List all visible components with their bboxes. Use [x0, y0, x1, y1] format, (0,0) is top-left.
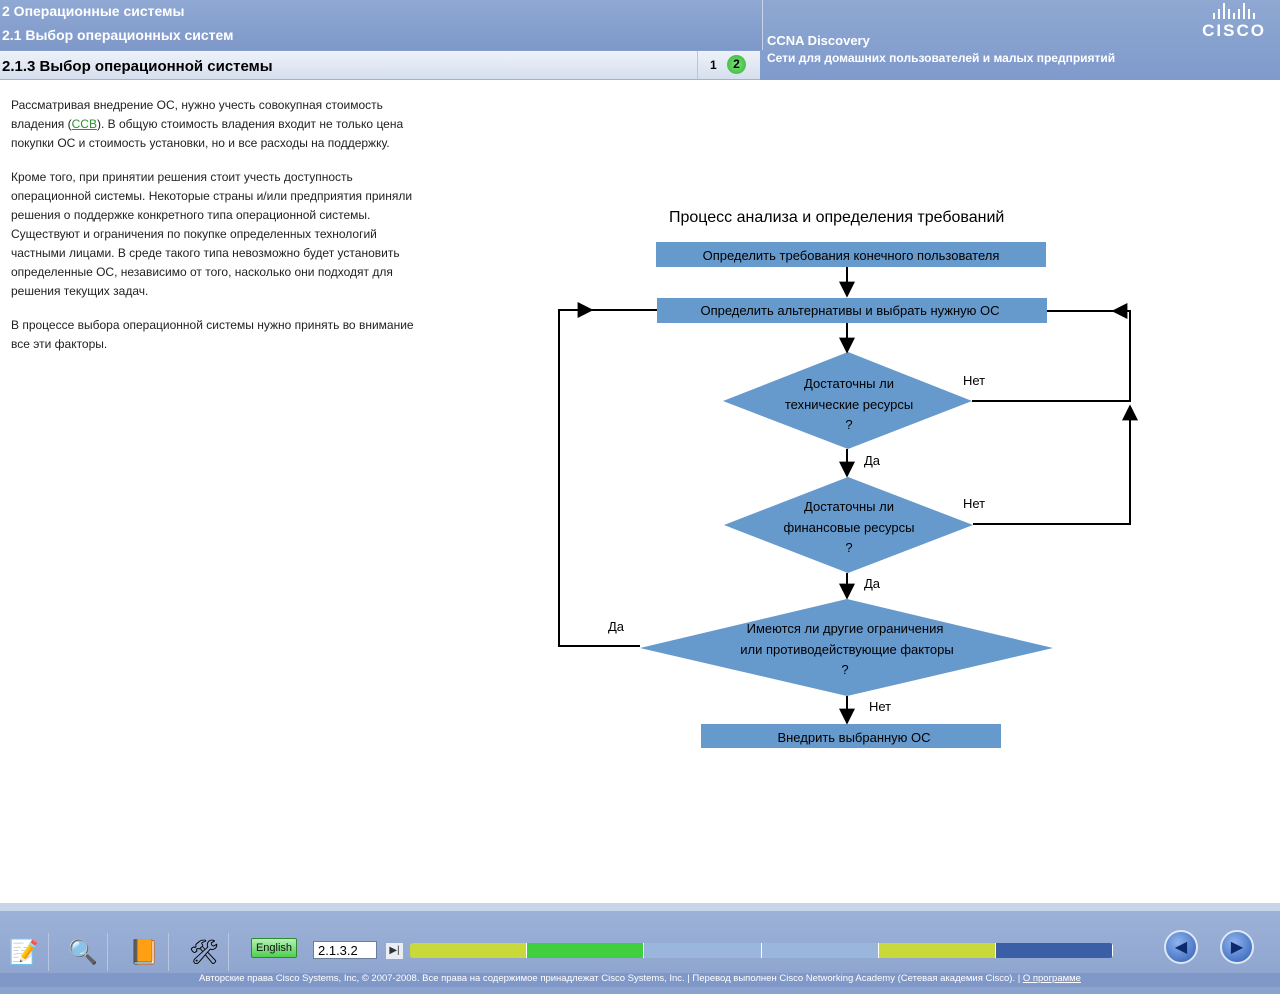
label-no-1: Нет — [963, 373, 985, 388]
glossary-button[interactable]: 📝 — [0, 933, 49, 971]
flowchart: Процесс анализа и определения требований… — [558, 209, 1138, 748]
course-subtitle: Сети для домашних пользователей и малых … — [767, 51, 1116, 65]
copyright-text: Авторские права Cisco Systems, Inc, © 20… — [199, 973, 1021, 984]
decision-technical-l1: Достаточны ли — [804, 376, 894, 391]
page-title-bar: 2.1.3 Выбор операционной системы 1 2 — [0, 51, 760, 80]
decision-constraints-l1: Имеются ли другие ограничения — [747, 621, 944, 636]
footer-top-strip — [0, 903, 1280, 911]
tools-icon: 🛠 — [188, 938, 220, 966]
box-define-requirements-label: Определить требования конечного пользова… — [703, 248, 1000, 263]
decision-financial-l1: Достаточны ли — [804, 499, 894, 514]
header-breadcrumb: 2 Операционные системы 2.1 Выбор операци… — [0, 0, 763, 50]
paragraph-2: Кроме того, при принятии решения стоит у… — [11, 170, 413, 298]
progress-bar — [410, 943, 1113, 958]
previous-button[interactable]: ◀ — [1164, 930, 1198, 964]
cisco-logo-text: CISCO — [1202, 21, 1266, 40]
english-button[interactable]: English — [251, 938, 297, 958]
book-button[interactable]: 📙 — [120, 933, 169, 971]
course-name: CCNA Discovery — [767, 33, 870, 48]
box-define-requirements — [656, 242, 1046, 267]
decision-technical-l2: технические ресурсы — [785, 397, 913, 412]
cisco-logo: CISCO — [1202, 3, 1266, 41]
paragraph-1: Рассматривая внедрение ОС, нужно учесть … — [11, 96, 421, 153]
box-select-os — [657, 298, 1047, 323]
progress-segment[interactable] — [644, 943, 762, 958]
copyright-bar: Авторские права Cisco Systems, Inc, © 20… — [0, 973, 1280, 987]
label-yes-3: Да — [608, 619, 625, 634]
label-yes-1: Да — [864, 453, 881, 468]
tools-button[interactable]: 🛠 — [180, 933, 229, 971]
paragraph-1-start: Рассматривая внедрение ОС, нужно учесть … — [11, 98, 383, 131]
paragraph-3: В процессе выбора операционной системы н… — [11, 318, 414, 351]
decision-constraints-l3: ? — [841, 662, 848, 677]
progress-segment[interactable] — [410, 943, 528, 958]
arrow-left-icon: ◀ — [1174, 939, 1188, 956]
paragraph-1-end: ). В общую стоимость владения входит не … — [11, 117, 404, 150]
decision-technical-l3: ? — [845, 417, 852, 432]
label-no-3: Нет — [869, 699, 891, 714]
decision-financial-l2: финансовые ресурсы — [784, 520, 915, 535]
diagram-title: Процесс анализа и определения требований — [669, 209, 1004, 226]
decision-constraints — [640, 599, 1053, 696]
section-title[interactable]: 2.1 Выбор операционных систем — [2, 27, 234, 43]
about-link[interactable]: О программе — [1022, 973, 1081, 984]
box-deploy-os — [701, 724, 1001, 748]
tco-link[interactable]: ССВ — [71, 117, 97, 131]
main-text: Рассматривая внедрение ОС, нужно учесть … — [11, 96, 421, 369]
box-deploy-os-label: Внедрить выбранную ОС — [777, 730, 930, 745]
decision-technical — [723, 352, 972, 449]
decision-constraints-l2: или противодействующие факторы — [740, 642, 953, 657]
label-yes-2: Да — [864, 576, 881, 591]
header: 2 Операционные системы 2.1 Выбор операци… — [0, 0, 1280, 80]
next-button[interactable]: ▶ — [1220, 930, 1254, 964]
decision-financial-l3: ? — [845, 540, 852, 555]
progress-segment[interactable] — [761, 943, 879, 958]
label-no-2: Нет — [963, 496, 985, 511]
decision-financial — [724, 477, 973, 573]
arrow-right-icon: ▶ — [1230, 939, 1244, 956]
go-to-page-icon[interactable]: ▶| — [385, 942, 404, 960]
cisco-bars-icon — [1202, 3, 1266, 19]
course-info: CCNA Discovery Сети для домашних пользов… — [763, 0, 1280, 80]
progress-segment[interactable] — [527, 943, 645, 958]
chapter-title[interactable]: 2 Операционные системы — [2, 3, 185, 19]
box-select-os-label: Определить альтернативы и выбрать нужную… — [700, 303, 999, 318]
book-icon: 📙 — [129, 938, 159, 966]
page-pager: 1 2 — [697, 51, 758, 79]
page-2-button[interactable]: 2 — [727, 55, 746, 74]
search-button[interactable]: 🔍 — [59, 933, 108, 971]
page-1-button[interactable]: 1 — [710, 58, 717, 72]
search-icon: 🔍 — [68, 938, 98, 966]
page-title: 2.1.3 Выбор операционной системы — [2, 58, 273, 75]
progress-segment[interactable] — [995, 943, 1113, 958]
page-number-input[interactable] — [313, 941, 377, 959]
progress-segment[interactable] — [878, 943, 996, 958]
notepad-icon: 📝 — [9, 938, 39, 966]
